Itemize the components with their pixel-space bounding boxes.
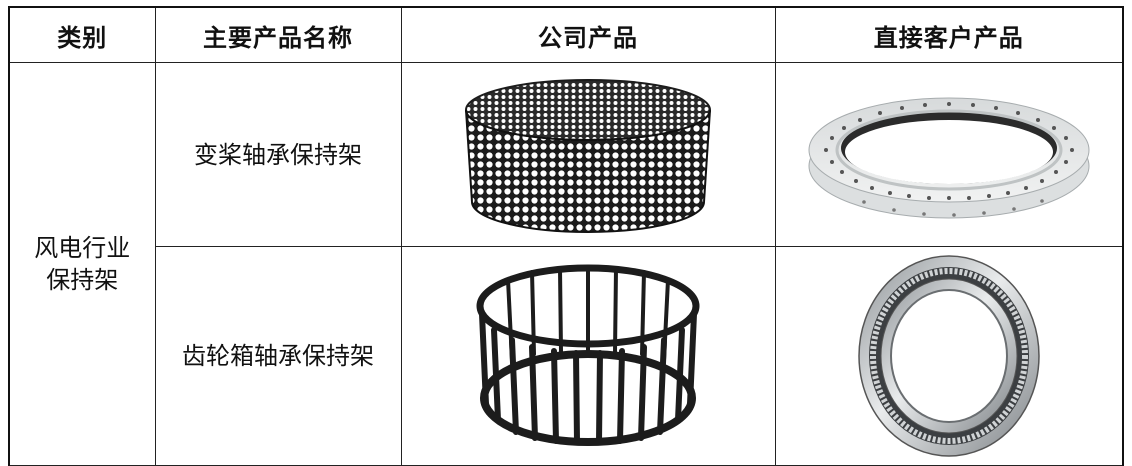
gearbox-roller-bearing-image <box>858 255 1040 457</box>
product-name-cell: 变桨轴承保持架 <box>154 61 402 248</box>
table-row: 齿轮箱轴承保持架 <box>9 246 1124 466</box>
product-comparison-table: 类别 主要产品名称 公司产品 直接客户产品 风电行业 保持架 变桨轴承保持架 <box>8 6 1124 466</box>
header-customer-product: 直接客户产品 <box>774 6 1124 63</box>
category-label-line2: 保持架 <box>46 266 119 294</box>
pitch-bearing-slewing-ring-image <box>808 97 1090 219</box>
table-header: 类别 主要产品名称 公司产品 直接客户产品 <box>8 6 1124 63</box>
customer-product-cell <box>774 246 1124 466</box>
table-body: 风电行业 保持架 变桨轴承保持架 <box>8 61 1124 466</box>
company-product-cell <box>400 246 776 466</box>
table-row: 风电行业 保持架 变桨轴承保持架 <box>8 61 1124 466</box>
perforated-ring-cage-image <box>465 78 711 233</box>
header-category: 类别 <box>8 6 156 63</box>
product-name-cell: 齿轮箱轴承保持架 <box>154 246 402 466</box>
header-product-name: 主要产品名称 <box>154 6 402 63</box>
header-row: 类别 主要产品名称 公司产品 直接客户产品 <box>8 6 1124 63</box>
header-company-product: 公司产品 <box>400 6 776 63</box>
category-cell: 风电行业 保持架 <box>8 62 156 466</box>
customer-product-cell <box>774 61 1124 248</box>
category-label-line1: 风电行业 <box>34 234 131 262</box>
company-product-cell <box>400 61 776 248</box>
window-cage-ring-image <box>476 264 700 447</box>
